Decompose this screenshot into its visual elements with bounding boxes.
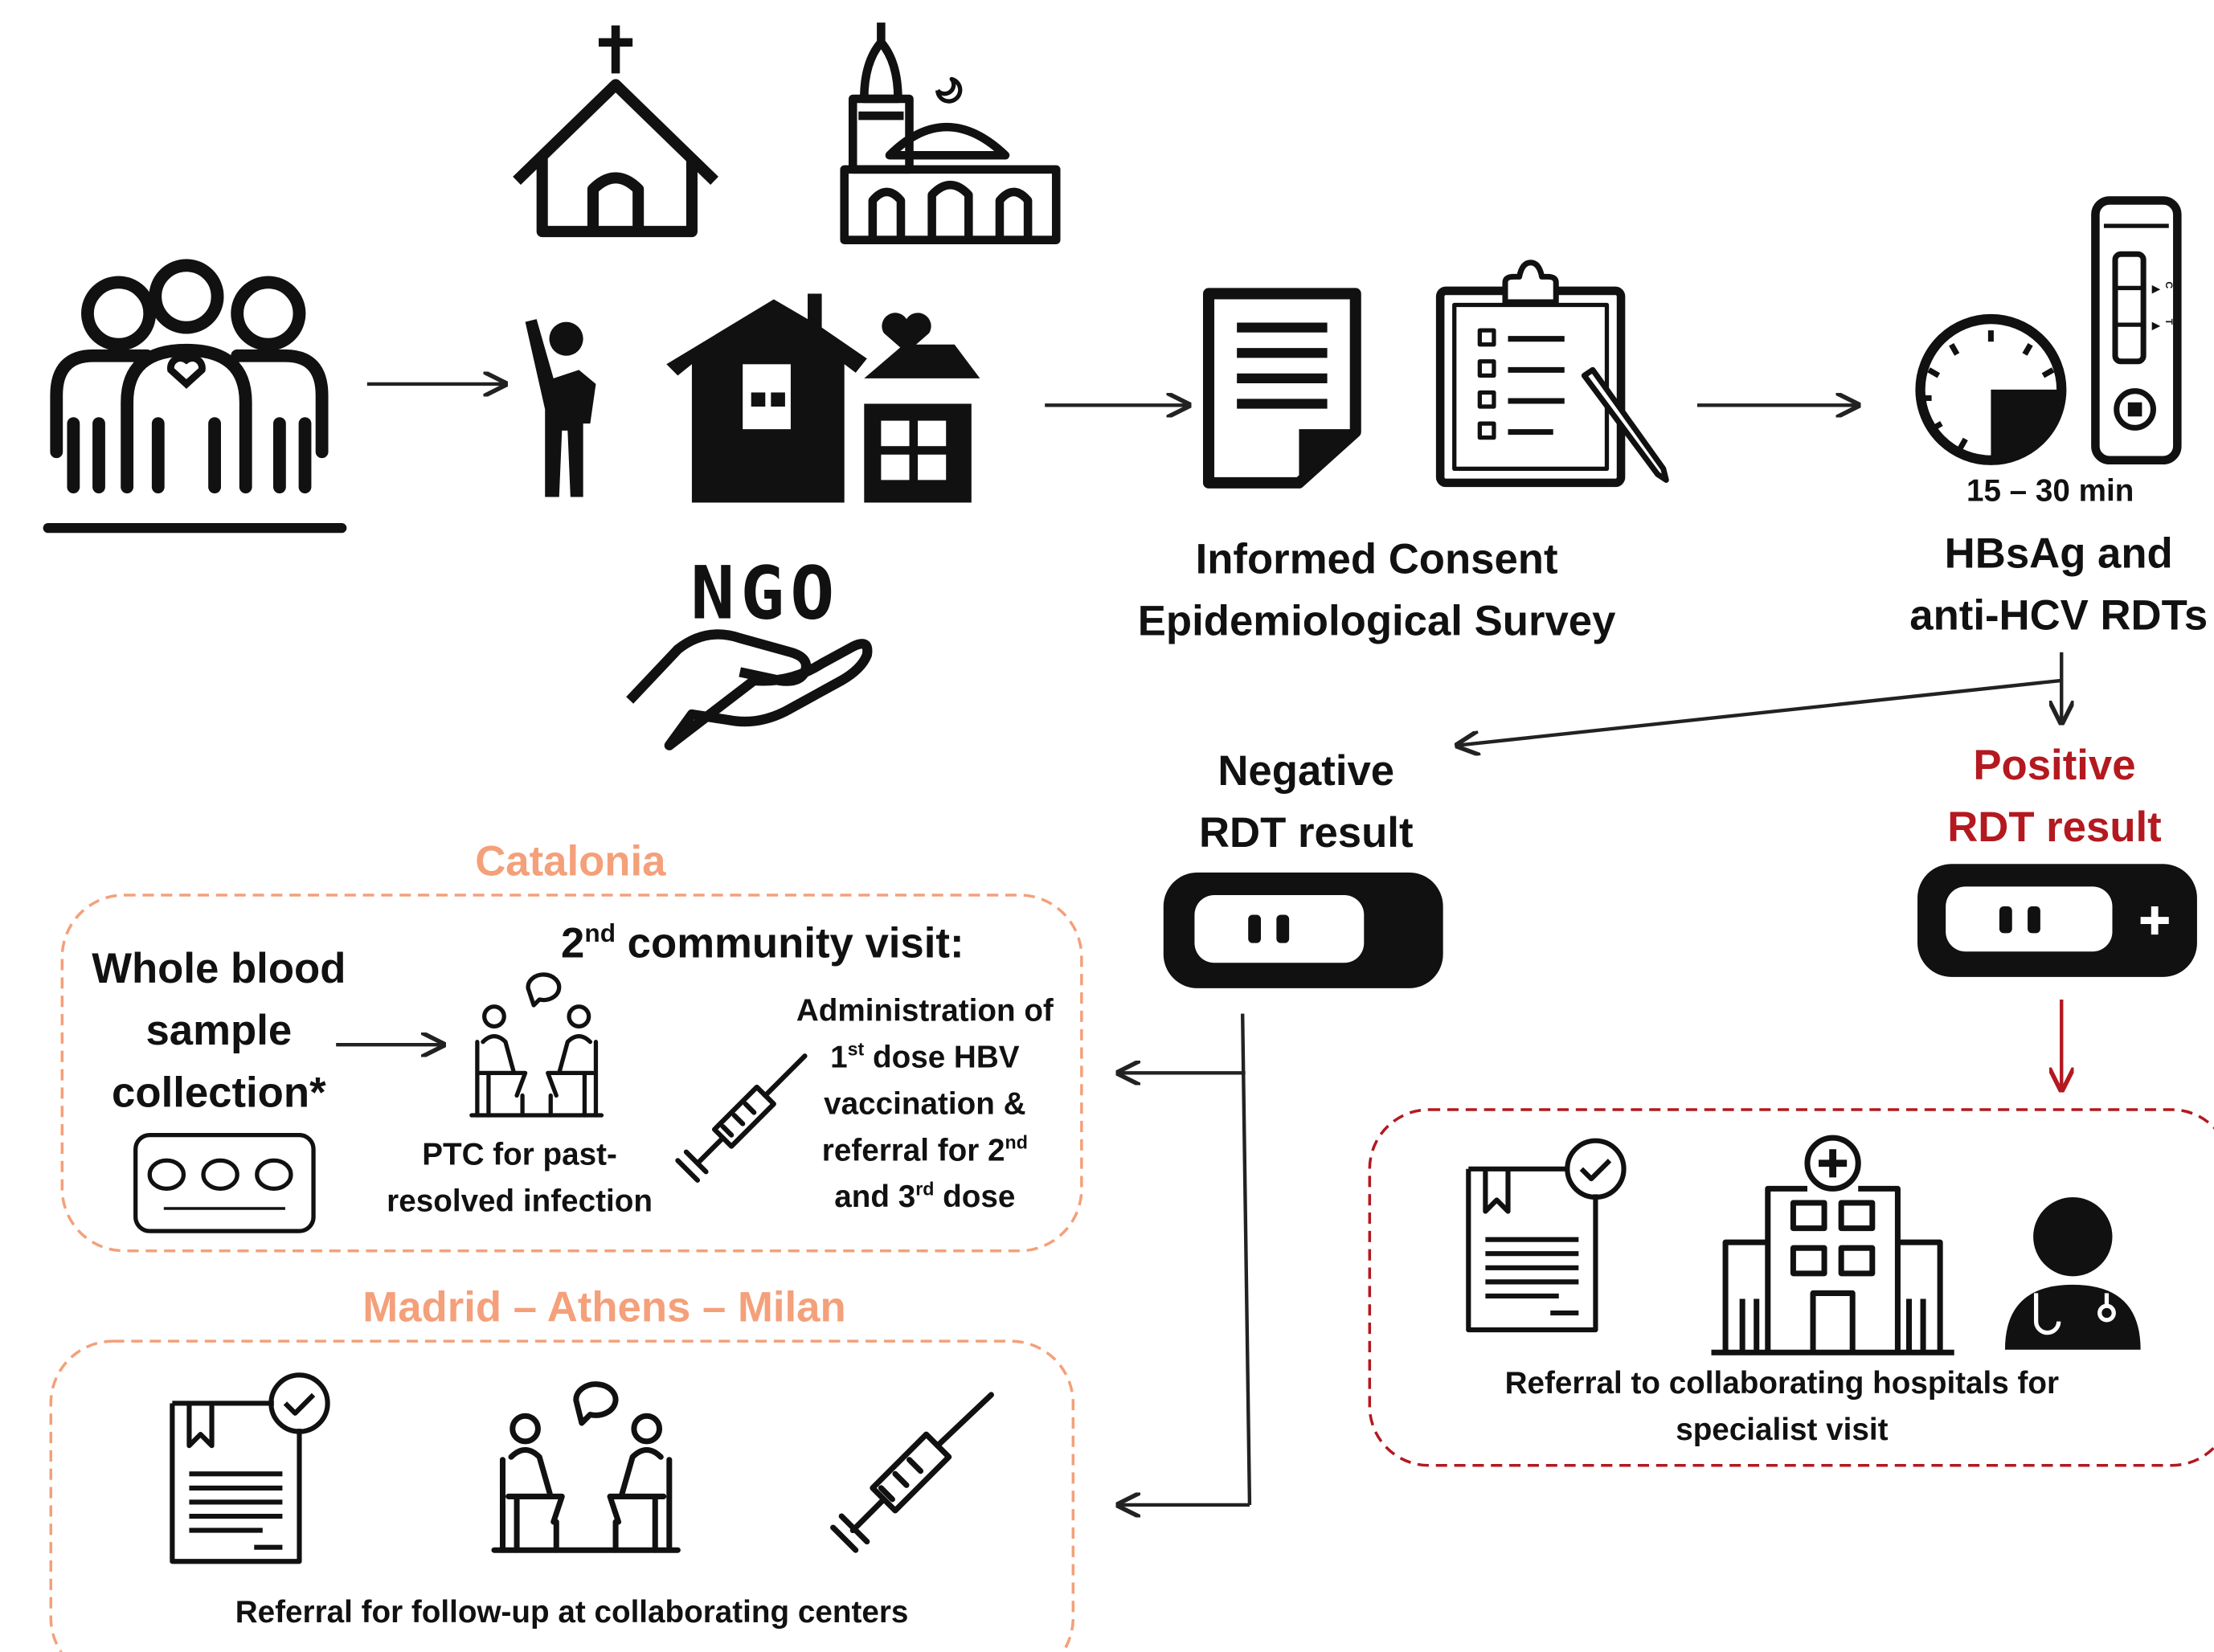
hospital-icon bbox=[1711, 1135, 1954, 1356]
catalonia-box bbox=[60, 893, 1083, 1253]
community-visit-heading: 2nd community visit: bbox=[561, 918, 964, 967]
hospital-referral-box bbox=[1368, 1108, 2214, 1467]
person-waving-icon bbox=[525, 319, 596, 497]
arrow-to-negative bbox=[1457, 678, 2062, 746]
positive-cassette-icon bbox=[1917, 864, 2197, 977]
consent-label-line2: Epidemiological Survey bbox=[1137, 598, 1616, 645]
timer-icon bbox=[1915, 313, 2067, 465]
madrid-title: Madrid – Athens – Milan bbox=[362, 1284, 846, 1331]
certificate-icon bbox=[1466, 1138, 1627, 1333]
negative-label-line1: Negative bbox=[1217, 748, 1395, 795]
clipboard-checklist-icon bbox=[1435, 260, 1669, 488]
vaccination-label-line3: vaccination & bbox=[824, 1086, 1026, 1122]
vaccination-label-line5: and 3rd dose bbox=[834, 1178, 1016, 1215]
ptc-label-line2: resolved infection bbox=[387, 1183, 653, 1219]
ngo-label: NGO bbox=[690, 551, 841, 637]
blood-sample-line3: collection* bbox=[112, 1069, 326, 1117]
catalonia-title: Catalonia bbox=[475, 838, 666, 885]
madrid-box bbox=[49, 1339, 1075, 1652]
counselling-icon bbox=[469, 972, 604, 1118]
church-icon bbox=[513, 25, 718, 238]
blood-sample-line2: sample bbox=[145, 1008, 293, 1055]
vaccination-label-line4: referral for 2nd bbox=[821, 1131, 1028, 1168]
house-heart-icon bbox=[666, 293, 980, 503]
consent-label-line1: Informed Consent bbox=[1195, 536, 1558, 583]
negative-cassette-icon bbox=[1163, 872, 1443, 988]
community-group-icon bbox=[43, 259, 347, 534]
certificate-icon bbox=[170, 1372, 330, 1564]
blood-sample-line1: Whole blood bbox=[92, 946, 346, 993]
rapid-test-strip-icon bbox=[2091, 196, 2182, 465]
vaccination-label-line1: Administration of bbox=[796, 992, 1054, 1028]
vaccination-label-line2: 1st dose HBV bbox=[830, 1038, 1020, 1075]
hospital-referral-caption-line2: specialist visit bbox=[1676, 1412, 1889, 1447]
timer-label: 15 – 30 min bbox=[1966, 472, 2134, 509]
doctor-icon bbox=[2004, 1196, 2141, 1350]
syringe-icon bbox=[830, 1392, 994, 1553]
syringe-icon bbox=[675, 1053, 808, 1183]
positive-label-line2: RDT result bbox=[1947, 804, 2162, 852]
madrid-caption: Referral for follow-up at collaborating … bbox=[235, 1593, 909, 1630]
strip-mark-c: C bbox=[2163, 281, 2173, 289]
rdt-label-line2: anti-HCV RDTs bbox=[1909, 592, 2208, 640]
rdt-label-line1: HBsAg and bbox=[1944, 530, 2173, 578]
ngo-hand-icon bbox=[626, 629, 873, 750]
positive-label-line1: Positive bbox=[1973, 742, 2136, 790]
document-icon bbox=[1202, 288, 1361, 489]
negative-label-line2: RDT result bbox=[1198, 810, 1414, 857]
strip-mark-t: T bbox=[2163, 318, 2173, 325]
dried-blood-spot-card-icon bbox=[133, 1133, 316, 1233]
hospital-referral-caption-line1: Referral to collaborating hospitals for bbox=[1504, 1365, 2060, 1401]
mosque-icon bbox=[840, 22, 1061, 244]
ptc-label-line1: PTC for past- bbox=[422, 1136, 617, 1172]
counselling-icon bbox=[491, 1381, 681, 1553]
negative-branch-connector bbox=[1119, 1013, 1252, 1505]
